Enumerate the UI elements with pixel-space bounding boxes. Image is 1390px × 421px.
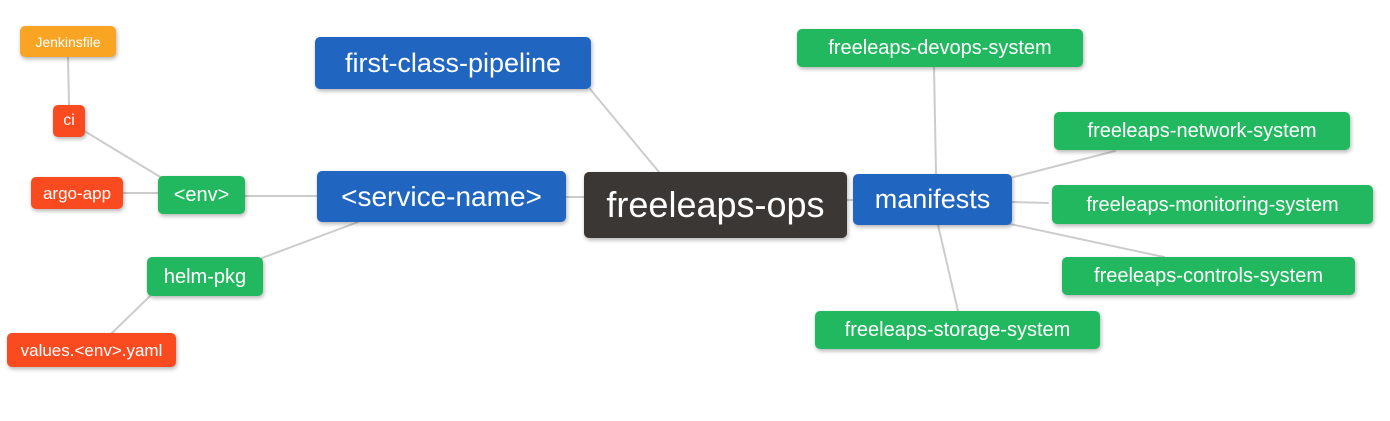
node-first-class-pipeline[interactable]: first-class-pipeline: [315, 37, 591, 89]
edge-helm-pkg--values-env-yaml: [111, 295, 151, 334]
edge-service-name--helm-pkg: [261, 221, 359, 259]
node-freeleaps-monitoring-system[interactable]: freeleaps-monitoring-system: [1052, 185, 1373, 224]
node-values-env-yaml[interactable]: values.<env>.yaml: [7, 333, 176, 367]
node-freeleaps-network-system[interactable]: freeleaps-network-system: [1054, 112, 1350, 150]
edge-manifests--freeleaps-storage-system: [937, 224, 959, 312]
node-freeleaps-devops-system[interactable]: freeleaps-devops-system: [797, 29, 1083, 67]
node-freeleaps-storage-system[interactable]: freeleaps-storage-system: [815, 311, 1100, 349]
edge-ci--env: [85, 131, 163, 179]
edge-first-class-pipeline--freeleaps-ops: [589, 88, 660, 173]
node-helm-pkg[interactable]: helm-pkg: [147, 257, 263, 296]
edge-manifests--freeleaps-controls-system: [1009, 223, 1165, 258]
node-service-name[interactable]: <service-name>: [317, 171, 566, 222]
node-jenkinsfile[interactable]: Jenkinsfile: [20, 26, 116, 57]
node-ci[interactable]: ci: [53, 105, 85, 137]
node-manifests[interactable]: manifests: [853, 174, 1012, 225]
node-freeleaps-ops[interactable]: freeleaps-ops: [584, 172, 847, 238]
node-env[interactable]: <env>: [158, 176, 245, 214]
edge-jenkinsfile--ci: [67, 56, 70, 106]
node-argo-app[interactable]: argo-app: [31, 177, 123, 209]
node-freeleaps-controls-system[interactable]: freeleaps-controls-system: [1062, 257, 1355, 295]
edge-manifests--freeleaps-devops-system: [933, 66, 937, 175]
edge-manifests--freeleaps-monitoring-system: [1011, 201, 1049, 204]
edge-manifests--freeleaps-network-system: [1009, 150, 1116, 179]
